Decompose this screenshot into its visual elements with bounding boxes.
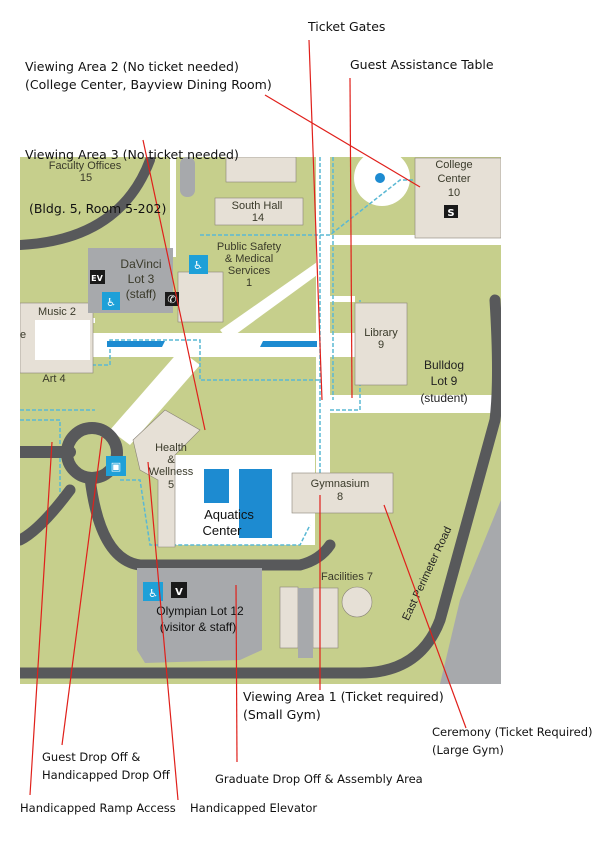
building-facilities-b bbox=[312, 587, 339, 649]
label-health-num: 5 bbox=[168, 479, 174, 491]
roads bbox=[20, 157, 501, 679]
buildings bbox=[20, 157, 501, 649]
label-south-hall: South Hall bbox=[232, 200, 283, 212]
label-davinci: DaVinci bbox=[120, 257, 161, 271]
label-public-safety-3: Services bbox=[228, 265, 271, 277]
callout-viewing-area-1-line2: (Small Gym) bbox=[243, 707, 321, 722]
accessible-entrance-icon bbox=[189, 255, 208, 274]
callout-ceremony: Ceremony (Ticket Required) (Large Gym) bbox=[432, 723, 592, 759]
label-south-hall-num: 14 bbox=[252, 212, 264, 224]
callout-viewing-area-2-line2: (College Center, Bayview Dining Room) bbox=[25, 77, 272, 92]
pools bbox=[107, 173, 385, 538]
callout-lines bbox=[29, 39, 467, 801]
label-public-safety: Public Safety bbox=[217, 241, 282, 253]
label-gymnasium: Gymnasium bbox=[311, 478, 370, 490]
label-art: Art 4 bbox=[42, 373, 65, 385]
line-guest-drop-off bbox=[61, 436, 103, 746]
callout-guest-drop-off: Guest Drop Off & Handicapped Drop Off bbox=[42, 748, 170, 784]
label-bulldog-3: (student) bbox=[420, 391, 467, 405]
callout-ticket-gates: Ticket Gates bbox=[308, 19, 386, 34]
label-health-3: Wellness bbox=[149, 466, 194, 478]
label-davinci-3: (staff) bbox=[126, 287, 156, 301]
line-ticket-gates bbox=[308, 39, 323, 401]
label-partial: e bbox=[20, 329, 26, 341]
label-health: Health bbox=[155, 442, 187, 454]
label-aquatics: Aquatics bbox=[204, 507, 254, 522]
ev-badge bbox=[90, 270, 105, 284]
label-library: Library bbox=[364, 327, 398, 339]
label-gymnasium-num: 8 bbox=[337, 491, 343, 503]
callout-viewing-area-3-line2: (Bldg. 5, Room 5-202) bbox=[25, 201, 167, 216]
callout-guest-drop-off-line2: Handicapped Drop Off bbox=[42, 768, 170, 782]
svg-text:♿: ♿ bbox=[193, 259, 203, 272]
label-college-center-num: 10 bbox=[448, 187, 460, 199]
svg-text:✆: ✆ bbox=[167, 293, 176, 306]
accessible-routes bbox=[20, 157, 420, 546]
label-faculty-offices: Faculty Offices bbox=[49, 160, 122, 172]
building-gymnasium bbox=[291, 472, 394, 514]
callout-viewing-area-3-line1: Viewing Area 3 (No ticket needed) bbox=[25, 147, 239, 162]
accessible-parking-icon-2 bbox=[143, 582, 163, 601]
label-bulldog-2: Lot 9 bbox=[431, 374, 458, 388]
phone-icon bbox=[165, 292, 179, 306]
line-ceremony bbox=[383, 504, 467, 729]
callout-viewing-area-2: Viewing Area 2 (No ticket needed) (Colle… bbox=[25, 58, 272, 94]
shuttle-badge-label: S bbox=[447, 208, 454, 219]
label-facilities: Facilities 7 bbox=[321, 571, 373, 583]
line-ramp-access bbox=[29, 441, 53, 796]
callout-viewing-area-2-line1: Viewing Area 2 (No ticket needed) bbox=[25, 59, 239, 74]
callout-viewing-area-3: Viewing Area 3 (No ticket needed) (Bldg.… bbox=[25, 110, 239, 236]
label-public-safety-2: & Medical bbox=[225, 253, 273, 265]
olympian-lot bbox=[137, 568, 262, 663]
svg-text:♿: ♿ bbox=[148, 587, 158, 600]
label-health-2: & bbox=[167, 454, 175, 466]
accessible-parking-icon bbox=[102, 292, 120, 310]
building-college-center bbox=[414, 157, 501, 239]
visitor-badge-label: V bbox=[175, 587, 183, 598]
bus-stop-icon bbox=[106, 456, 126, 476]
callout-viewing-area-1: Viewing Area 1 (Ticket required) (Small … bbox=[243, 688, 444, 724]
ev-badge-label: EV bbox=[91, 274, 103, 283]
shuttle-badge bbox=[444, 205, 458, 218]
line-guest-assistance bbox=[349, 77, 353, 399]
label-davinci-2: Lot 3 bbox=[128, 272, 155, 286]
line-graduate-drop-off bbox=[235, 584, 238, 763]
callout-guest-drop-off-line1: Guest Drop Off & bbox=[42, 750, 141, 764]
callout-guest-assistance: Guest Assistance Table bbox=[350, 57, 494, 72]
label-faculty-offices-num: 15 bbox=[80, 172, 92, 184]
label-college-center: College bbox=[435, 159, 472, 171]
callout-elevator: Handicapped Elevator bbox=[190, 801, 318, 815]
label-aquatics-2: Center bbox=[202, 523, 242, 538]
building-public-safety bbox=[177, 271, 224, 323]
callout-viewing-area-1-line1: Viewing Area 1 (Ticket required) bbox=[243, 689, 444, 704]
building-health-wellness bbox=[132, 409, 201, 548]
svg-text:▣: ▣ bbox=[111, 460, 121, 473]
label-library-num: 9 bbox=[378, 339, 384, 351]
label-bulldog: Bulldog bbox=[424, 358, 464, 372]
label-music: Music 2 bbox=[38, 306, 76, 318]
line-viewing-area-3 bbox=[142, 139, 206, 431]
building-south-hall bbox=[214, 197, 304, 226]
label-college-center-2: Center bbox=[437, 173, 470, 185]
label-olympian: Olympian Lot 12 bbox=[156, 604, 244, 618]
label-olympian-2: (visitor & staff) bbox=[160, 620, 236, 634]
label-public-safety-num: 1 bbox=[246, 277, 252, 289]
building-facilities-a bbox=[279, 586, 299, 649]
building-library bbox=[354, 302, 408, 386]
visitor-badge bbox=[171, 582, 187, 598]
line-viewing-area-2 bbox=[264, 94, 421, 188]
callout-ceremony-line1: Ceremony (Ticket Required) bbox=[432, 725, 593, 739]
callout-ramp-access: Handicapped Ramp Access bbox=[20, 801, 176, 815]
callout-ceremony-line2: (Large Gym) bbox=[432, 743, 504, 757]
svg-text:♿: ♿ bbox=[106, 296, 116, 309]
line-elevator bbox=[147, 461, 179, 801]
callout-graduate-drop-off: Graduate Drop Off & Assembly Area bbox=[215, 772, 423, 786]
